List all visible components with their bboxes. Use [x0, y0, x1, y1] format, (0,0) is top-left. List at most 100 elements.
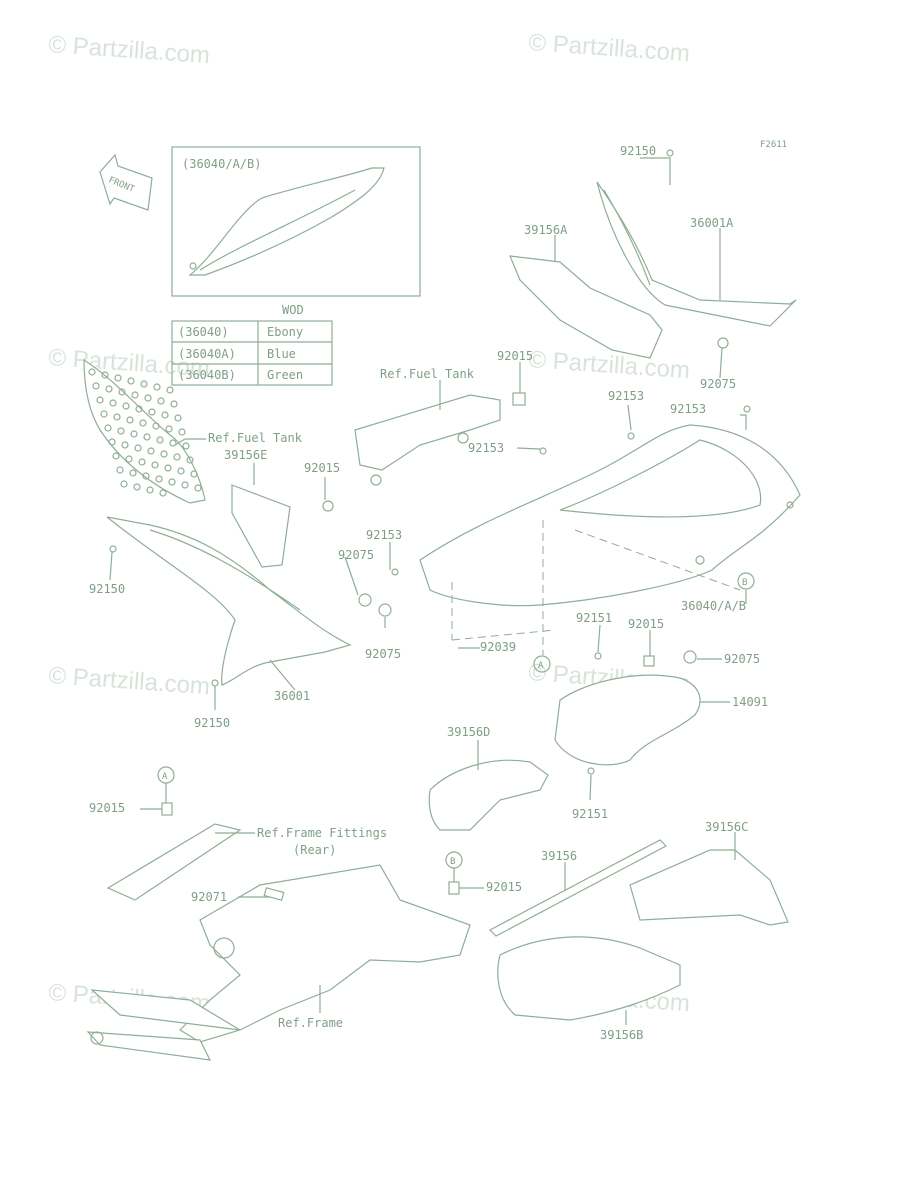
perforation-dot — [182, 442, 190, 450]
perforation-dot — [146, 486, 154, 494]
callout-a: A — [162, 772, 168, 782]
part-label: 92075 — [700, 377, 736, 391]
perforation-dot — [116, 466, 124, 474]
perforation-dot — [159, 489, 167, 497]
perforation-dot — [104, 424, 112, 432]
perforation-dot — [113, 413, 121, 421]
front-arrow-icon: FRONT — [99, 153, 153, 211]
part-labels: 92150 39156A 36001A 92015 Ref.Fuel Tank … — [89, 144, 768, 1042]
perforation-dot — [178, 428, 186, 436]
tail-cowl-part — [419, 424, 801, 655]
perforation-dot — [160, 450, 168, 458]
pad-39156c-part — [629, 849, 789, 926]
perforation-dot — [148, 408, 156, 416]
part-label: 92153 — [366, 528, 402, 542]
perforation-dot — [190, 470, 198, 478]
perforation-dot — [109, 399, 117, 407]
watermark: © Partzilla.com — [48, 31, 211, 69]
strip-39156-part — [489, 839, 667, 937]
part-label: 39156A — [524, 223, 568, 237]
perforation-dot — [127, 377, 135, 385]
perforation-dot — [151, 461, 159, 469]
part-label: 92075 — [724, 652, 760, 666]
perforation-dot — [168, 478, 176, 486]
part-label: 92151 — [576, 611, 612, 625]
part-label: 92015 — [486, 880, 522, 894]
color-code: (36040A) — [178, 347, 236, 361]
bracket-cover-part — [554, 674, 701, 766]
perforation-dot — [112, 452, 120, 460]
perforation-dot — [161, 411, 169, 419]
inset-title: (36040/A/B) — [182, 157, 261, 171]
color-code: (36040) — [178, 325, 229, 339]
color-name: Green — [267, 368, 303, 382]
perforation-dot — [140, 380, 148, 388]
perforation-dot — [117, 427, 125, 435]
perforation-dot — [121, 441, 129, 449]
perforation-dot — [147, 447, 155, 455]
part-label: 39156D — [447, 725, 490, 739]
watermark: © Partzilla.com — [48, 662, 211, 700]
part-label: 92153 — [608, 389, 644, 403]
perforation-dot — [194, 484, 202, 492]
perforation-dot — [114, 374, 122, 382]
part-label: 92071 — [191, 890, 227, 904]
perforation-dot — [177, 467, 185, 475]
part-label: 92039 — [480, 640, 516, 654]
perforation-dot — [96, 396, 104, 404]
perforation-dot — [170, 400, 178, 408]
frame-fitting-part — [106, 823, 242, 901]
perforation-dot — [174, 414, 182, 422]
perforation-dot — [173, 453, 181, 461]
perforation-dot — [157, 397, 165, 405]
perforation-dot — [155, 475, 163, 483]
part-label: Ref.Fuel Tank — [380, 367, 475, 381]
perforation-dot — [92, 382, 100, 390]
part-label: 92151 — [572, 807, 608, 821]
side-cover-part — [106, 516, 352, 686]
perforation-dot — [138, 458, 146, 466]
part-label: 39156C — [705, 820, 748, 834]
color-name: Blue — [267, 347, 296, 361]
perforation-dot — [139, 419, 147, 427]
frame-part — [86, 864, 471, 1061]
part-label: 36001A — [690, 216, 734, 230]
pad-39156e-part — [231, 484, 291, 568]
part-label: 39156 — [541, 849, 577, 863]
part-label: 36040/A/B — [681, 599, 746, 613]
leader-lines — [109, 157, 747, 1025]
part-label: 92015 — [628, 617, 664, 631]
tank-bracket-part — [354, 392, 526, 486]
perforation-dot — [101, 371, 109, 379]
tank-side-part — [83, 358, 206, 504]
perforation-dot — [153, 383, 161, 391]
perforation-dot — [164, 464, 172, 472]
perforation-dot — [118, 388, 126, 396]
perforation-dot — [105, 385, 113, 393]
color-table: WOD (36040) Ebony (36040A) Blue (36040B)… — [171, 303, 333, 386]
seat-cover-part — [509, 149, 797, 359]
fasteners — [109, 405, 751, 775]
perforation-dot — [134, 444, 142, 452]
perforation-dot — [144, 394, 152, 402]
perforation-dot — [108, 438, 116, 446]
color-code: (36040B) — [178, 368, 236, 382]
perforation-dot — [142, 472, 150, 480]
part-label: 92150 — [194, 716, 230, 730]
part-label: Ref.Frame — [278, 1016, 343, 1030]
part-label: 92153 — [468, 441, 504, 455]
part-label: 92075 — [338, 548, 374, 562]
color-table-title: WOD — [282, 303, 304, 317]
clip-92015 — [161, 802, 173, 816]
callout-b: B — [742, 578, 747, 588]
perforation-dot — [88, 368, 96, 376]
perforation-dot — [100, 410, 108, 418]
perforation-dot — [166, 386, 174, 394]
perforation-dot — [125, 455, 133, 463]
part-label: 36001 — [274, 689, 310, 703]
inset-box: (36040/A/B) — [171, 146, 421, 297]
perforation-dot — [126, 416, 134, 424]
perforation-dot — [165, 425, 173, 433]
